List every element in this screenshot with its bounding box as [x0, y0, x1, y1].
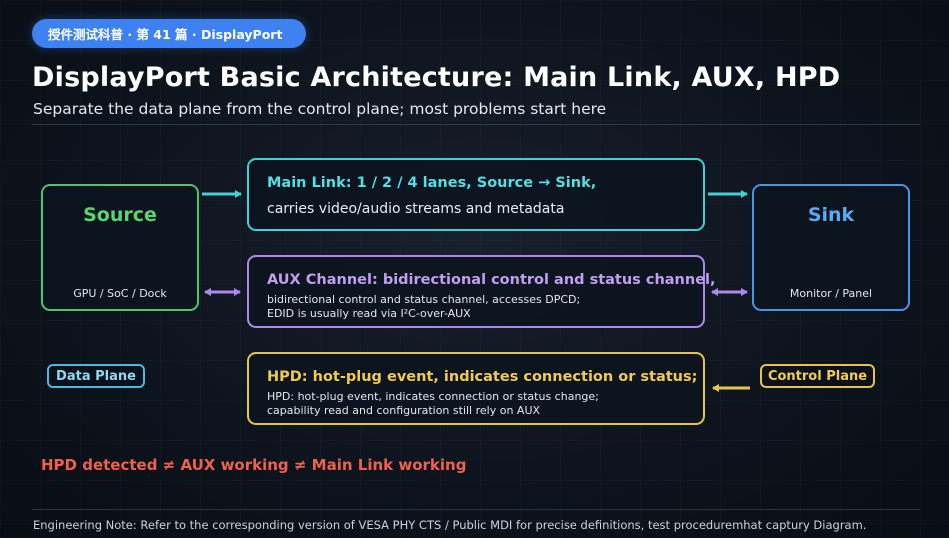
aux-channel-box: AUX Channel: bidirectional control and s…: [247, 255, 716, 328]
aux-description-line2: EDID is usually read via I²C-over-AUX: [267, 307, 471, 320]
sink-node: Sink Monitor / Panel: [752, 184, 910, 311]
engineering-note: Engineering Note: Refer to the correspon…: [33, 518, 867, 532]
hpd-heading: HPD: hot-plug event, indicates connectio…: [267, 369, 698, 385]
aux-description-line1: bidirectional control and status channel…: [267, 293, 581, 306]
warning-note: HPD detected ≠ AUX working ≠ Main Link w…: [41, 456, 467, 474]
aux-heading: AUX Channel: bidirectional control and s…: [267, 272, 716, 288]
main-link-box: Main Link: 1 / 2 / 4 lanes, Source → Sin…: [247, 158, 705, 231]
main-link-description: carries video/audio streams and metadata: [267, 201, 565, 217]
main-link-heading: Main Link: 1 / 2 / 4 lanes, Source → Sin…: [267, 175, 597, 191]
data-plane-label: Data Plane: [47, 364, 145, 388]
page-title: DisplayPort Basic Architecture: Main Lin…: [32, 62, 841, 93]
footer-divider: [32, 509, 920, 510]
hpd-description-line2: capability read and configuration still …: [267, 404, 541, 417]
title-divider: [32, 124, 920, 125]
source-node: Source GPU / SoC / Dock: [41, 184, 199, 311]
sink-title: Sink: [807, 204, 855, 226]
hpd-box: HPD: hot-plug event, indicates connectio…: [247, 352, 705, 425]
source-title: Source: [83, 204, 157, 226]
sink-subtitle: Monitor / Panel: [789, 287, 873, 300]
page-subtitle: Separate the data plane from the control…: [33, 100, 607, 118]
control-plane-label: Control Plane: [760, 364, 875, 388]
series-badge: 授件测试科普 · 第 41 篇 · DisplayPort: [32, 19, 306, 48]
source-subtitle: GPU / SoC / Dock: [73, 287, 167, 300]
hpd-description-line1: HPD: hot-plug event, indicates connectio…: [267, 390, 599, 403]
